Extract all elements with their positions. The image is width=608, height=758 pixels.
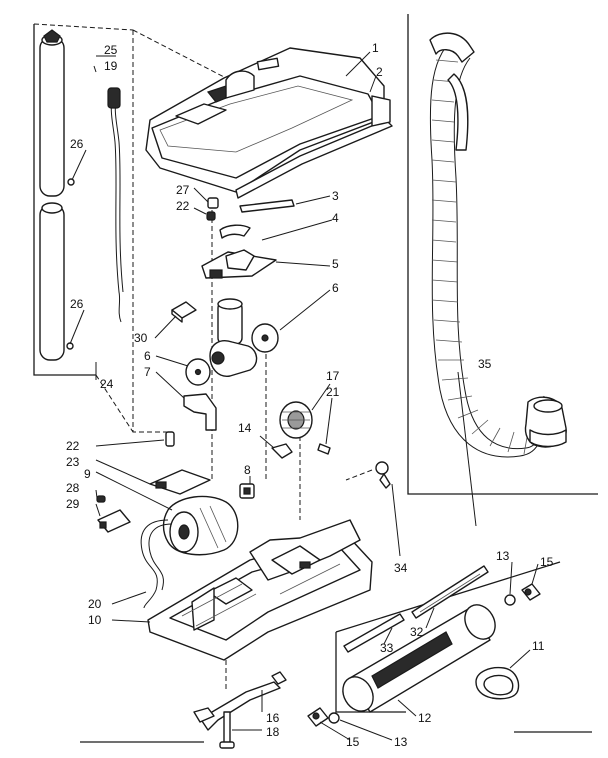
switch-and-grommet	[96, 495, 131, 533]
callout-10: 10	[88, 613, 102, 627]
drive-pulley	[279, 401, 313, 439]
motor-hood-cover	[145, 47, 385, 193]
callout-29: 29	[66, 497, 80, 511]
callout-21: 21	[326, 385, 340, 399]
latch-spring	[219, 199, 295, 239]
fan-disc-left	[185, 358, 211, 386]
callout-8: 8	[244, 463, 251, 477]
brush-strip-upper	[411, 565, 489, 619]
callout-19: 19	[104, 59, 118, 73]
callout-30: 30	[134, 331, 148, 345]
brushroll	[342, 604, 496, 713]
pulley-pin	[317, 443, 331, 455]
drive-belt	[475, 666, 520, 700]
switch-bracket	[201, 249, 277, 279]
callout-14: 14	[238, 421, 252, 435]
flex-hose	[429, 32, 567, 458]
callout-33: 33	[380, 641, 394, 655]
motor-fan-housing	[209, 298, 258, 377]
callout-17: 17	[326, 369, 340, 383]
callout-15b: 15	[346, 735, 360, 749]
drive-motor	[162, 483, 255, 556]
upper-handle-tube	[39, 29, 75, 197]
end-cap-right	[504, 583, 541, 606]
callout-22b: 22	[66, 439, 80, 453]
callout-28: 28	[66, 481, 80, 495]
callout-5: 5	[332, 257, 339, 271]
callout-6b: 6	[144, 349, 151, 363]
callout-34: 34	[394, 561, 408, 575]
callout-35: 35	[478, 357, 492, 371]
callout-1: 1	[372, 41, 379, 55]
motor-wiring	[140, 519, 173, 609]
lower-handle-tube	[39, 202, 74, 361]
height-adjust-pedal	[193, 671, 287, 731]
callout-25: 25	[104, 43, 118, 57]
callout-9: 9	[84, 467, 91, 481]
nozzle-base-housing	[147, 519, 373, 661]
idler-bracket	[271, 443, 293, 459]
callout-32: 32	[410, 625, 424, 639]
belt-clip	[375, 461, 391, 489]
callout-23: 23	[66, 455, 80, 469]
end-cap-left	[307, 707, 340, 727]
callout-15a: 15	[540, 555, 554, 569]
callout-27: 27	[176, 183, 190, 197]
callout-13b: 13	[394, 735, 408, 749]
screw-lower	[165, 431, 175, 447]
callout-leaders	[69, 51, 539, 741]
callout-16: 16	[266, 711, 280, 725]
callout-13a: 13	[496, 549, 510, 563]
callout-6a: 6	[332, 281, 339, 295]
callout-2: 2	[376, 65, 383, 79]
callout-22a: 22	[176, 199, 190, 213]
motor-mount-plate	[149, 469, 211, 495]
clip-bracket	[183, 393, 217, 431]
callout-7: 7	[144, 365, 151, 379]
callout-26b: 26	[70, 297, 84, 311]
fan-disc-right	[251, 323, 279, 353]
callout-labels: 1 2 3 4 5 6 27 22 30 6 7 17 21 14 8 22 2…	[66, 41, 554, 749]
bumper-trim	[235, 95, 393, 199]
callout-20: 20	[88, 597, 102, 611]
callout-11: 11	[532, 639, 545, 653]
filter-pad	[171, 301, 197, 323]
callout-12: 12	[418, 711, 432, 725]
callout-26a: 26	[70, 137, 84, 151]
callout-4: 4	[332, 211, 339, 225]
callout-3: 3	[332, 189, 339, 203]
screw-and-nut-upper	[206, 197, 219, 221]
callout-18: 18	[266, 725, 280, 739]
power-cord-bundle	[107, 87, 124, 323]
callout-24: 24	[100, 377, 114, 391]
pedal-bolt	[219, 711, 235, 749]
handle-tube-frame	[33, 23, 134, 433]
hose-frame	[407, 14, 598, 495]
brush-strip-lower	[343, 613, 405, 653]
